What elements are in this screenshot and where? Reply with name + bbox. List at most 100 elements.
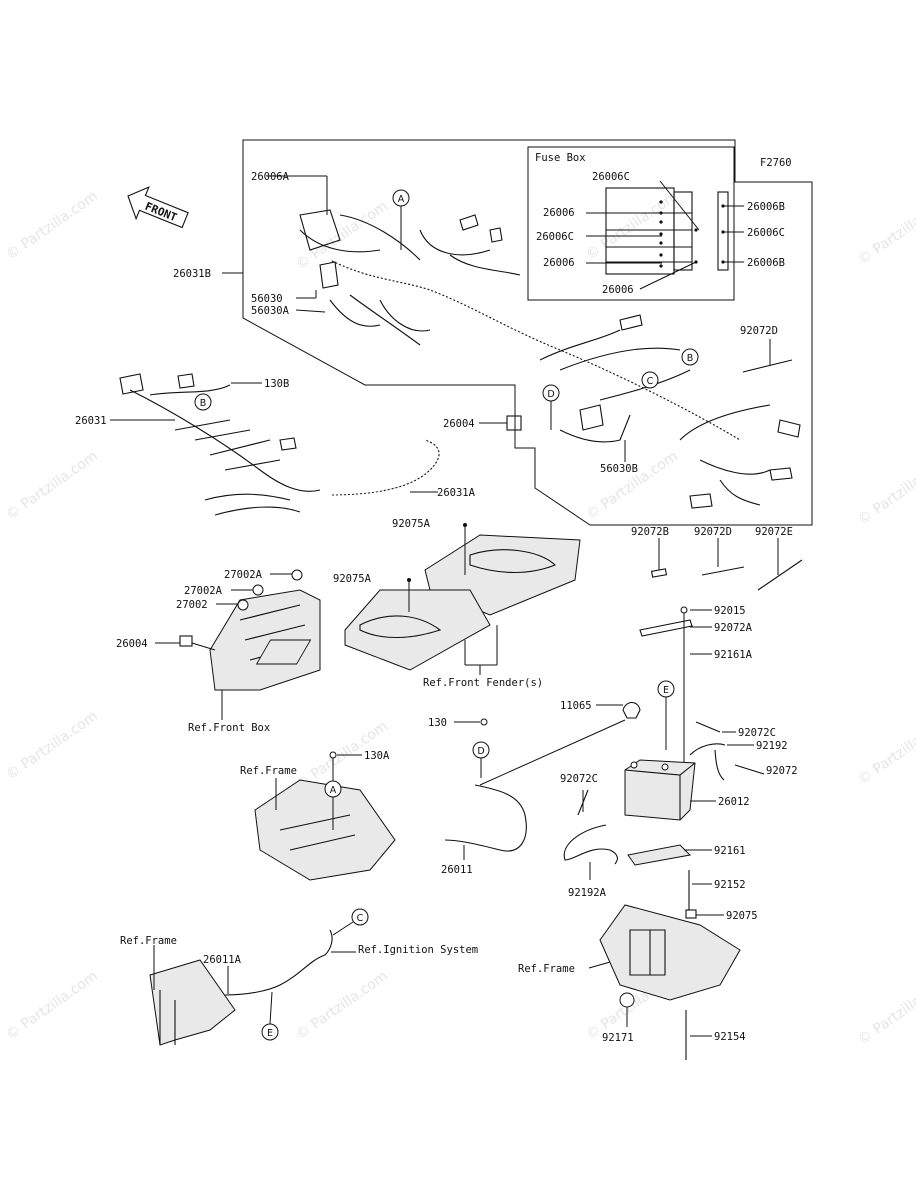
fuse-box-frame (527, 146, 735, 301)
label-27002A-2: 27002A (184, 585, 223, 597)
label-11065: 11065 (560, 700, 592, 712)
label-26004-2: 26004 (116, 638, 148, 650)
label-26011: 26011 (441, 864, 473, 876)
watermark: © Partzilla.com (3, 188, 101, 263)
callout-c-label: C (647, 376, 654, 387)
front-arrow-label: FRONT (143, 200, 179, 225)
label-92072E: 92072E (755, 526, 793, 538)
callout-b-label: B (687, 353, 694, 364)
label-26006C-r: 26006C (747, 227, 785, 239)
callout-e-label: E (663, 685, 669, 696)
callout-d-label: D (547, 389, 554, 400)
label-ref-front-fender: Ref.Front Fender(s) (423, 677, 543, 689)
watermark: © Partzilla.com (855, 713, 916, 788)
watermark: © Partzilla.com (583, 188, 681, 263)
callouts-harness: A B C D (392, 189, 699, 430)
fuse-box-title: Fuse Box (535, 152, 586, 164)
label-26006-4: 26006 (602, 284, 634, 296)
label-130A: 130A (364, 750, 390, 762)
watermark: © Partzilla.com (293, 968, 391, 1043)
label-92154: 92154 (714, 1031, 746, 1043)
label-56030A: 56030A (251, 305, 290, 317)
label-26006B-2: 26006B (747, 257, 785, 269)
label-56030: 56030 (251, 293, 283, 305)
label-130B: 130B (264, 378, 289, 390)
callout-b (681, 348, 699, 366)
label-92072A: 92072A (714, 622, 753, 634)
watermark: © Partzilla.com (855, 973, 916, 1048)
label-26011A: 26011A (203, 954, 242, 966)
battery-section: 92015 92072A 92161A 11065 E 26012 92072C… (255, 605, 798, 1060)
label-26012: 26012 (718, 796, 750, 808)
label-92072C-2: 92072C (560, 773, 598, 785)
battery-cable-26011: 130 D 26011 (428, 717, 626, 876)
label-92072D-2: 92072D (694, 526, 732, 538)
label-26006A: 26006A (251, 171, 290, 183)
label-26006-3: 26006 (543, 257, 575, 269)
front-box: 27002A 27002A 27002 26004 Ref.Front Box (116, 569, 321, 734)
label-26031: 26031 (75, 415, 107, 427)
label-ref-ignition: Ref.Ignition System (358, 944, 478, 956)
label-26006B-1: 26006B (747, 201, 785, 213)
label-26031A: 26031A (437, 487, 476, 499)
label-26031B: 26031B (173, 268, 211, 280)
callout-d-2-label: D (477, 746, 484, 757)
front-arrow: FRONT (127, 186, 189, 229)
callout-a-label: A (398, 194, 405, 205)
label-92015: 92015 (714, 605, 746, 617)
label-27002: 27002 (176, 599, 208, 611)
watermark: © Partzilla.com (3, 448, 101, 523)
frame-section-c: Ref.Frame C Ref.Ignition System 26011A E (120, 908, 478, 1046)
callout-a-2-label: A (330, 785, 337, 796)
label-56030B: 56030B (600, 463, 638, 475)
label-26006C-top: 26006C (592, 171, 630, 183)
tie-92072D-top: 92072D (740, 325, 793, 373)
label-92161A: 92161A (714, 649, 753, 661)
label-92072: 92072 (766, 765, 798, 777)
watermark: © Partzilla.com (855, 193, 916, 268)
label-92161: 92161 (714, 845, 746, 857)
watermark: © Partzilla.com (583, 448, 681, 523)
main-harness-26031B: 26006A 26031B 56030 56030A (173, 171, 801, 509)
label-26004-top: 26004 (443, 418, 475, 430)
sub-harness-26031: 130B 26031 B (75, 373, 321, 516)
harness-26031A: 26031A (329, 439, 476, 499)
fuse-box-inset: Fuse Box 26006C 26006 26006C 26006 26006… (527, 146, 785, 301)
callout-c-2 (351, 908, 369, 926)
callout-b-2 (194, 393, 212, 411)
callout-b-2-label: B (200, 398, 207, 409)
label-92192: 92192 (756, 740, 788, 752)
callout-e-2-label: E (267, 1028, 273, 1039)
label-92171: 92171 (602, 1032, 634, 1044)
watermark: © Partzilla.com (3, 708, 101, 783)
label-ref-frame-3: Ref.Frame (120, 935, 177, 947)
relay-26004-top: 26004 56030B (443, 415, 638, 475)
label-92072B: 92072B (631, 526, 669, 538)
label-26006-1: 26006 (543, 207, 575, 219)
fuse-box-spares (717, 191, 729, 271)
callout-c-2-label: C (357, 913, 364, 924)
front-fenders: 92075A 92075A Ref.Front Fender(s) (333, 518, 581, 689)
harness-frame (242, 139, 813, 526)
label-92072C-1: 92072C (738, 727, 776, 739)
diagram-code: F2760 (760, 157, 792, 169)
label-92152: 92152 (714, 879, 746, 891)
ties-group: 92072B 92072D 92072E (631, 526, 803, 591)
fuse-box-side (673, 191, 693, 271)
watermark: © Partzilla.com (3, 968, 101, 1043)
label-130: 130 (428, 717, 447, 729)
label-92192A: 92192A (568, 887, 607, 899)
label-ref-frame-1: Ref.Frame (240, 765, 297, 777)
label-92075A-2: 92075A (333, 573, 372, 585)
label-92075A-1: 92075A (392, 518, 431, 530)
watermark: © Partzilla.com (293, 198, 391, 273)
label-27002A-1: 27002A (224, 569, 263, 581)
callout-c (641, 371, 659, 389)
label-ref-frame-2: Ref.Frame (518, 963, 575, 975)
watermark: © Partzilla.com (855, 453, 916, 528)
label-26006C-2: 26006C (536, 231, 574, 243)
label-92075: 92075 (726, 910, 758, 922)
frame-section-a: 130A A Ref.Frame (240, 750, 396, 881)
